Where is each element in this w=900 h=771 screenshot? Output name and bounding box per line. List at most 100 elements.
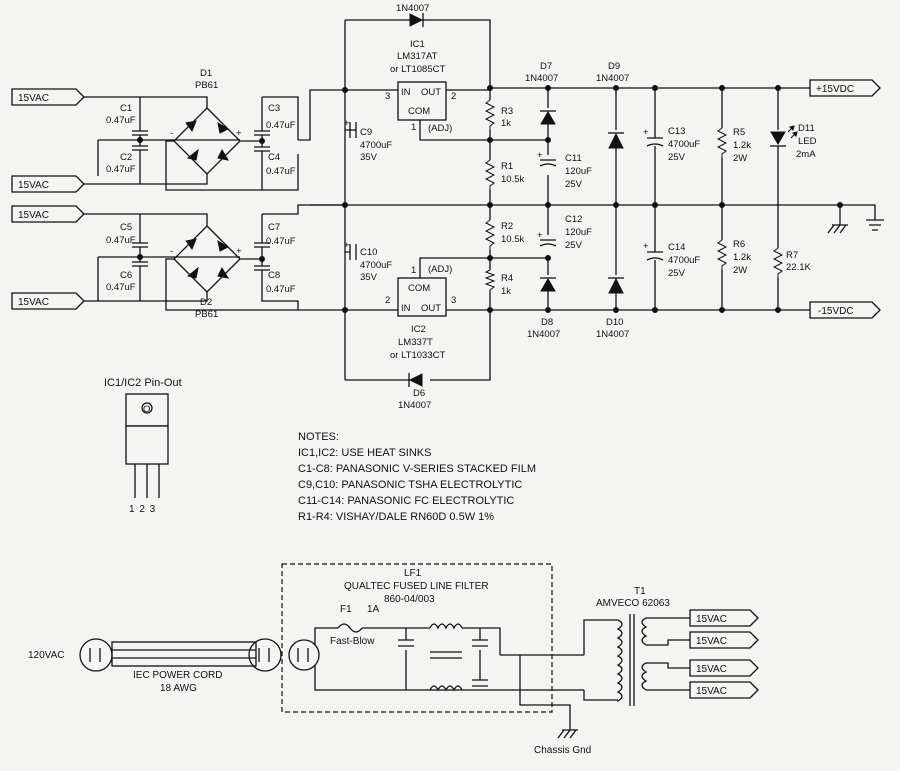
ic2-out: OUT bbox=[421, 303, 441, 314]
led-d11 bbox=[770, 125, 798, 147]
secondary-label: 15VAC bbox=[696, 636, 727, 647]
c1-value: 0.47uF bbox=[106, 115, 136, 126]
c7-ref: C7 bbox=[268, 222, 280, 233]
d9-value: 1N4007 bbox=[596, 73, 629, 84]
r5-rating: 2W bbox=[733, 153, 747, 164]
ic2-pin-out: 3 bbox=[451, 295, 456, 306]
secondary-label: 15VAC bbox=[696, 686, 727, 697]
output-tag-negative: -15VDC bbox=[809, 301, 881, 319]
chassis-gnd-label: Chassis Gnd bbox=[534, 745, 591, 756]
resistor-r7 bbox=[772, 247, 784, 278]
capacitor-c3 bbox=[254, 125, 270, 141]
r1-ref: R1 bbox=[501, 161, 513, 172]
notes-block: NOTES: IC1,IC2: USE HEAT SINKS C1-C8: PA… bbox=[298, 431, 536, 523]
r5-value: 1.2k bbox=[733, 140, 751, 151]
ic2-com: COM bbox=[408, 283, 430, 294]
fuse-f1-icon bbox=[337, 623, 363, 633]
c12-rating: 25V bbox=[565, 240, 583, 251]
svg-text:+: + bbox=[236, 246, 242, 257]
cord-gauge: 18 AWG bbox=[160, 683, 197, 694]
svg-text:+: + bbox=[643, 127, 649, 138]
diode-d5 bbox=[409, 13, 430, 27]
d2-value: PB61 bbox=[195, 309, 218, 320]
capacitor-c5 bbox=[132, 237, 148, 257]
ic2-in: IN bbox=[401, 303, 411, 314]
resistor-r2 bbox=[484, 219, 496, 250]
secondary-label: 15VAC bbox=[696, 664, 727, 675]
c2-value: 0.47uF bbox=[106, 164, 136, 175]
d7-ref: D7 bbox=[540, 61, 552, 72]
r7-ref: R7 bbox=[786, 250, 798, 261]
line-filter-box bbox=[281, 563, 553, 713]
ic1-alt: or LT1085CT bbox=[390, 64, 445, 75]
note-line: IC1,IC2: USE HEAT SINKS bbox=[298, 447, 431, 459]
chassis-ground-symbol bbox=[827, 205, 848, 234]
r3-ref: R3 bbox=[501, 106, 513, 117]
ic1-out: OUT bbox=[421, 87, 441, 98]
lower-rectifier-section: C5 0.47uF C6 0.47uF - + D2 PB61 C7 0.47u… bbox=[84, 204, 345, 320]
r4-value: 1k bbox=[501, 286, 511, 297]
d6-value: 1N4007 bbox=[398, 400, 431, 411]
r4-ref: R4 bbox=[501, 273, 513, 284]
d1-value: PB61 bbox=[195, 80, 218, 91]
ic1-adj: (ADJ) bbox=[428, 123, 452, 134]
r6-ref: R6 bbox=[733, 239, 745, 250]
ic1-com: COM bbox=[408, 106, 430, 117]
fuse-ref: F1 bbox=[340, 604, 352, 615]
secondary-tag-4: 15VAC bbox=[689, 681, 759, 699]
d8-value: 1N4007 bbox=[527, 329, 560, 340]
capacitor-c8 bbox=[254, 259, 299, 310]
d11-value: LED bbox=[798, 136, 817, 147]
c1-ref: C1 bbox=[120, 103, 132, 114]
c14-value: 4700uF bbox=[668, 255, 700, 266]
capacitor-c11: + bbox=[537, 150, 557, 167]
diode-d8 bbox=[540, 277, 556, 292]
junction-dots bbox=[137, 85, 843, 313]
pinout-tab-mark: O bbox=[143, 404, 150, 415]
svg-text:+: + bbox=[344, 118, 350, 129]
capacitor-c1 bbox=[132, 125, 148, 140]
c6-ref: C6 bbox=[120, 270, 132, 281]
ic1-pin-out: 2 bbox=[451, 91, 456, 102]
d1-ref: D1 bbox=[200, 68, 212, 79]
c2-ref: C2 bbox=[120, 152, 132, 163]
bridge-rectifier-d1: - + bbox=[170, 107, 242, 175]
resistor-r1 bbox=[484, 159, 496, 190]
filter-ref: LF1 bbox=[404, 568, 422, 579]
capacitor-c9: + bbox=[344, 118, 357, 138]
svg-text:-: - bbox=[170, 246, 173, 257]
transformer-part: AMVECO 62063 bbox=[596, 598, 670, 609]
c4-value: 0.47uF bbox=[266, 166, 296, 177]
capacitor-c10: + bbox=[344, 240, 357, 260]
output-negative-label: -15VDC bbox=[818, 306, 854, 317]
pinout-pin-numbers: 1 2 3 bbox=[129, 504, 156, 515]
c8-ref: C8 bbox=[268, 270, 280, 281]
secondary-label: 15VAC bbox=[696, 614, 727, 625]
input-tag-15vac-2: 15VAC bbox=[11, 175, 85, 193]
c9-ref: C9 bbox=[360, 127, 372, 138]
c5-value: 0.47uF bbox=[106, 235, 136, 246]
ic2-alt: or LT1033CT bbox=[390, 350, 445, 361]
c8-value: 0.47uF bbox=[266, 284, 296, 295]
c13-rating: 25V bbox=[668, 152, 686, 163]
c3-value: 0.47uF bbox=[266, 120, 296, 131]
upper-rectifier-section: C1 0.47uF C2 0.47uF - + D1 PB61 C3 0.47u… bbox=[84, 68, 345, 191]
resistor-r4 bbox=[484, 269, 496, 291]
d8-ref: D8 bbox=[541, 317, 553, 328]
mains-voltage: 120VAC bbox=[28, 650, 65, 661]
d10-ref: D10 bbox=[606, 317, 623, 328]
transformer-t1 bbox=[583, 614, 690, 706]
earth-ground-symbol bbox=[840, 204, 884, 231]
fuse-rating: 1A bbox=[367, 604, 380, 615]
capacitor-c7 bbox=[254, 237, 270, 259]
transformer-ref: T1 bbox=[634, 586, 646, 597]
d7-value: 1N4007 bbox=[525, 73, 558, 84]
r7-value: 22.1K bbox=[786, 262, 811, 273]
svg-text:-: - bbox=[170, 128, 173, 139]
secondary-tag-1: 15VAC bbox=[689, 609, 759, 627]
secondary-tag-2: 15VAC bbox=[689, 631, 759, 649]
c10-value: 4700uF bbox=[360, 260, 392, 271]
ic1-in: IN bbox=[401, 87, 411, 98]
ic2-ref: IC2 bbox=[411, 324, 426, 335]
